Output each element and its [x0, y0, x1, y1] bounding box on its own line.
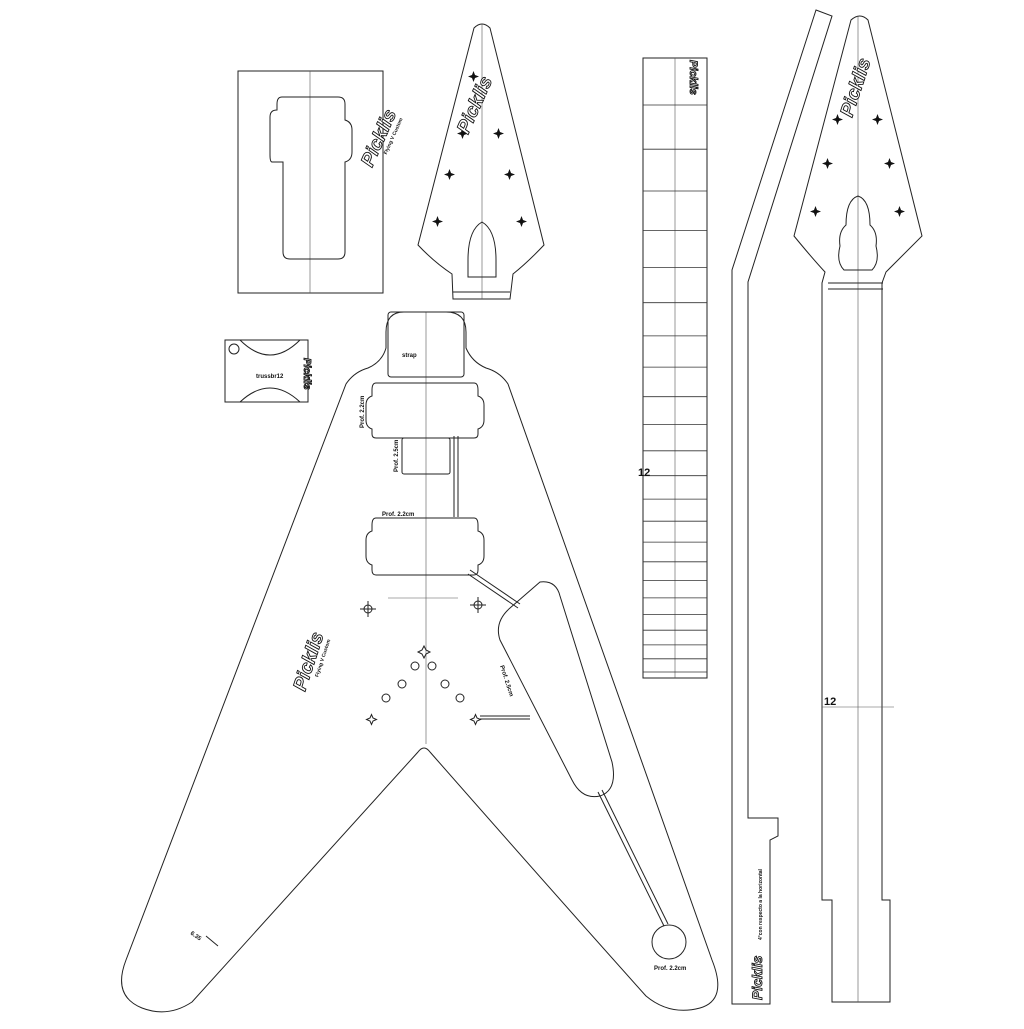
- neck-pocket-cavity: [387, 311, 465, 378]
- tuner-hole-mark: [810, 206, 821, 217]
- tuner-hole-mark: [872, 114, 883, 125]
- truss-rod-template: trussbr12 Picklis: [224, 339, 313, 403]
- neck-top-outline: [793, 15, 923, 1003]
- brand-logo-text: Picklis: [687, 60, 699, 95]
- neck-side-profile: Picklis 4°con respecto a la horizontal: [731, 9, 833, 1005]
- bridge-pickup-cavity: [365, 517, 485, 576]
- ferrule: [455, 693, 465, 703]
- wire-channel-2b: [467, 573, 519, 609]
- truss-rod-logo-text: Picklis: [301, 358, 312, 390]
- neck-pickup-cavity: [365, 382, 485, 439]
- fretboard-template: 12 Picklis: [638, 57, 708, 679]
- control-cavity-depth-label: Prof. 2.5cm: [498, 665, 514, 698]
- headstock-tuner-holes: [432, 71, 527, 227]
- neck-pocket-depth-label: Prof. 2.5cm: [394, 440, 400, 472]
- tuner-hole-mark: [468, 71, 479, 82]
- control-cavity: [497, 581, 614, 798]
- truss-rod-logo: Picklis: [301, 358, 313, 391]
- neck-angle-note: 4°con respecto a la horizontal: [758, 868, 764, 940]
- headstock-outline: [417, 23, 545, 300]
- jack-depth-label: Prof. 2.2cm: [654, 966, 686, 972]
- bridge-stud-left: [360, 601, 376, 617]
- bridge-stud-right: [470, 597, 486, 613]
- tuner-hole-mark: [444, 169, 455, 180]
- ferrule: [365, 713, 378, 726]
- tuner-hole-mark: [884, 158, 895, 169]
- neck-pickup-depth-label: Prof. 2.2cm: [360, 396, 366, 428]
- ferrule: [440, 679, 450, 689]
- ferrule: [469, 713, 482, 726]
- ferrule: [381, 693, 391, 703]
- bridge-pickup-depth-label: Prof. 2.2cm: [382, 512, 414, 518]
- fret-lines: [643, 104, 707, 673]
- neck-side-note: Picklis 4°con respecto a la horizontal: [749, 868, 766, 1000]
- ferrule: [416, 644, 432, 660]
- neck-top-tuner-holes: [810, 114, 905, 217]
- headstock-template: Picklis: [417, 23, 545, 300]
- tuner-hole-mark: [822, 158, 833, 169]
- tuner-hole-mark: [832, 114, 843, 125]
- strap-pin-mark: [205, 935, 219, 947]
- truss-rod-template-shape: [224, 339, 309, 403]
- wire-channel-2a: [469, 569, 521, 605]
- tuner-hole-mark: [894, 206, 905, 217]
- ferrule: [410, 661, 420, 671]
- neck-top-logo: Picklis: [836, 55, 876, 120]
- truss-rod-template-hole: [228, 343, 240, 355]
- ferrule: [397, 679, 407, 689]
- tuner-hole-mark: [457, 128, 468, 139]
- jack-channel-a: [597, 791, 665, 927]
- tuner-hole-mark: [516, 216, 527, 227]
- neck-side-outline: [731, 9, 833, 1005]
- string-ferrules: [365, 644, 482, 726]
- brand-logo-text: Picklis: [749, 955, 765, 1000]
- neck-pocket-template-outline: [237, 70, 384, 294]
- neck-top-truss-access: [838, 195, 878, 271]
- output-jack-hole: [651, 924, 687, 960]
- neck-pocket-deep-cavity: [401, 437, 451, 475]
- body-outline: [121, 311, 719, 1013]
- neck-pocket-cutout: [269, 96, 353, 260]
- fret-12-marker: 12: [638, 467, 650, 479]
- pocket-logo: Picklis Flying V Custom: [357, 106, 405, 170]
- tuner-hole-mark: [432, 216, 443, 227]
- truss-rod-label: trussbr12: [256, 374, 284, 380]
- brand-logo-text: Picklis: [837, 56, 876, 120]
- flying-v-body: strap Prof. 2.2cm Prof. 2.5cm Prof. 2.2c…: [121, 311, 719, 1013]
- strap-label: strap: [402, 353, 417, 359]
- tuner-hole-mark: [493, 128, 504, 139]
- ferrule: [427, 661, 437, 671]
- fretboard-logo: Picklis: [687, 60, 700, 96]
- tuner-hole-mark: [504, 169, 515, 180]
- jack-channel-b: [601, 789, 669, 925]
- headstock-truss-access: [467, 221, 497, 278]
- body-logo: Picklis Flying V Custom: [289, 629, 332, 694]
- neck-pocket-template: Picklis Flying V Custom: [237, 70, 405, 294]
- neck-top-fret-12-marker: 12: [824, 696, 836, 708]
- tail-label: 6.35: [189, 931, 203, 943]
- neck-top-template: 12 Picklis: [793, 15, 923, 1003]
